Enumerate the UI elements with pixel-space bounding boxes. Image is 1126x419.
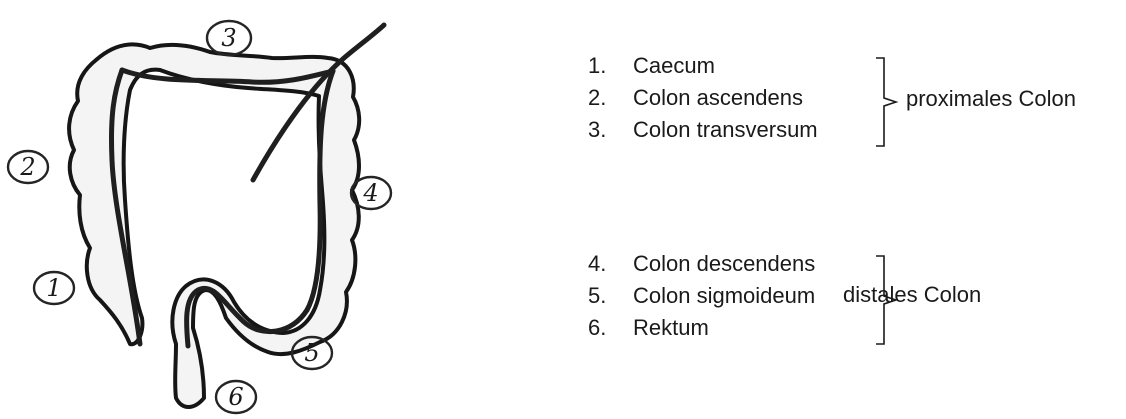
- legend-number: 2.: [588, 82, 606, 114]
- legend-number: 6.: [588, 312, 606, 344]
- legend-name: Colon sigmoideum: [633, 280, 815, 312]
- legend-number: 4.: [588, 248, 606, 280]
- legend-number: 5.: [588, 280, 606, 312]
- legend-number: 1.: [588, 50, 606, 82]
- marker-4: 4: [362, 179, 378, 207]
- legend-number: 3.: [588, 114, 606, 146]
- distal-colon-label: distales Colon: [843, 280, 981, 310]
- marker-6: 6: [228, 383, 243, 411]
- legend-item: 3. Colon transversum: [588, 114, 1108, 146]
- distal-colon-group: 4. Colon descendens 5. Colon sigmoideum …: [588, 248, 1108, 344]
- marker-2: 2: [19, 153, 35, 181]
- proximal-bracket: [874, 56, 904, 148]
- marker-1: 1: [46, 274, 61, 302]
- legend-name: Colon ascendens: [633, 82, 803, 114]
- legend-name: Colon descendens: [633, 248, 815, 280]
- proximal-colon-group: 1. Caecum 2. Colon ascendens 3. Colon tr…: [588, 50, 1108, 146]
- legend-name: Colon transversum: [633, 114, 818, 146]
- legend-name: Caecum: [633, 50, 715, 82]
- proximal-colon-label: proximales Colon: [906, 84, 1076, 114]
- legend-item: 1. Caecum: [588, 50, 1108, 82]
- marker-5: 5: [304, 339, 319, 367]
- colon-illustration: 3 2 4 1 5 6: [0, 0, 420, 419]
- legend-item: 6. Rektum: [588, 312, 1108, 344]
- legend-name: Rektum: [633, 312, 709, 344]
- legend-item: 4. Colon descendens: [588, 248, 1108, 280]
- marker-3: 3: [221, 24, 236, 52]
